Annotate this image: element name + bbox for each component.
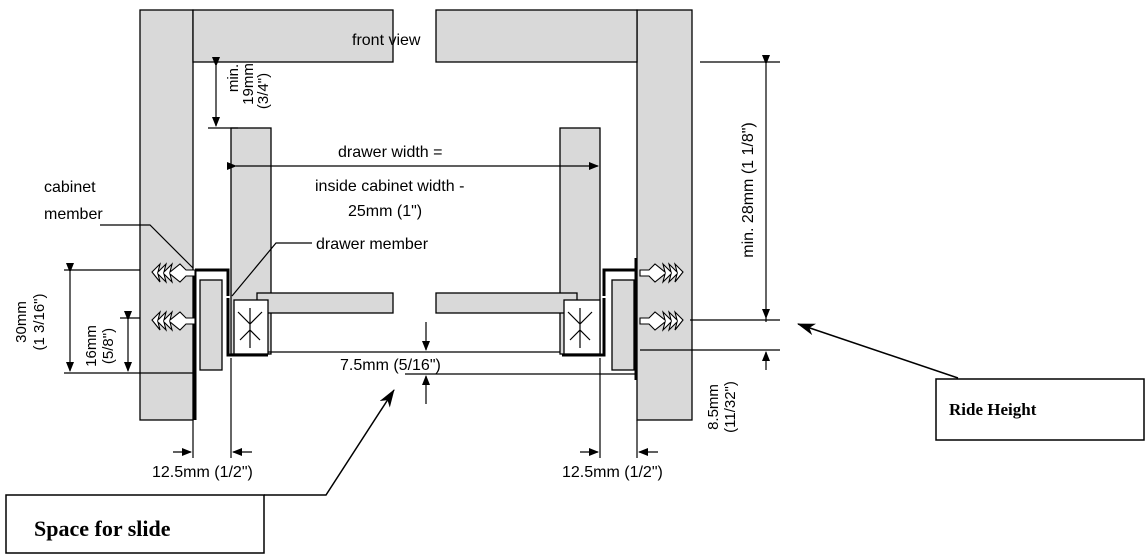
space-for-slide-box <box>5 494 265 554</box>
min19-label-b: 19mm <box>240 63 257 105</box>
right-slide-hardware <box>562 258 638 380</box>
min28-label: min. 28mm (1 1/8") <box>740 122 757 258</box>
drawer-width-line1: drawer width = <box>338 144 443 161</box>
ride-height-pointer <box>797 323 959 379</box>
drawer-width-line2: inside cabinet width - <box>315 178 464 195</box>
space-for-slide-label: Space for slide <box>34 516 171 541</box>
cabinet-member-leader <box>100 224 194 269</box>
cabinet-left-side <box>139 9 194 421</box>
drawer-bottom-left <box>256 292 394 314</box>
dim125-left-label: 12.5mm (1/2") <box>152 464 253 481</box>
drawer-member-label: drawer member <box>316 236 429 253</box>
space-for-slide-pointer <box>264 389 395 496</box>
cabinet-top-left <box>192 9 394 63</box>
cabinet-member-label-2: member <box>44 206 103 223</box>
drawer-member-leader <box>231 242 312 297</box>
dim85-label-b: (11/32") <box>722 381 739 433</box>
dim75-label: 7.5mm (5/16") <box>340 357 441 374</box>
left-slide-hardware <box>193 268 269 420</box>
dim16-label-b: (5/8") <box>100 328 117 364</box>
dim85-label-a: 8.5mm <box>705 384 722 430</box>
dim30-label-b: (1 3/16") <box>31 293 48 350</box>
ride-height-box <box>935 378 1145 441</box>
screw-icon <box>151 262 684 332</box>
front-view-label: front view <box>352 32 421 49</box>
cabinet-top-right <box>435 9 638 63</box>
min19-label-a: min. <box>225 64 242 92</box>
drawer-bottom-right <box>435 292 578 314</box>
drawer-width-line3: 25mm (1") <box>348 203 422 220</box>
ride-height-label: Ride Height <box>949 400 1037 419</box>
dim30-label-a: 30mm <box>13 301 30 343</box>
min19-label-c: (3/4") <box>255 73 272 109</box>
dim16-label-a: 16mm <box>83 325 100 367</box>
cabinet-right-side <box>636 9 693 421</box>
dim125-right-label: 12.5mm (1/2") <box>562 464 663 481</box>
cabinet-member-label-1: cabinet <box>44 179 96 196</box>
